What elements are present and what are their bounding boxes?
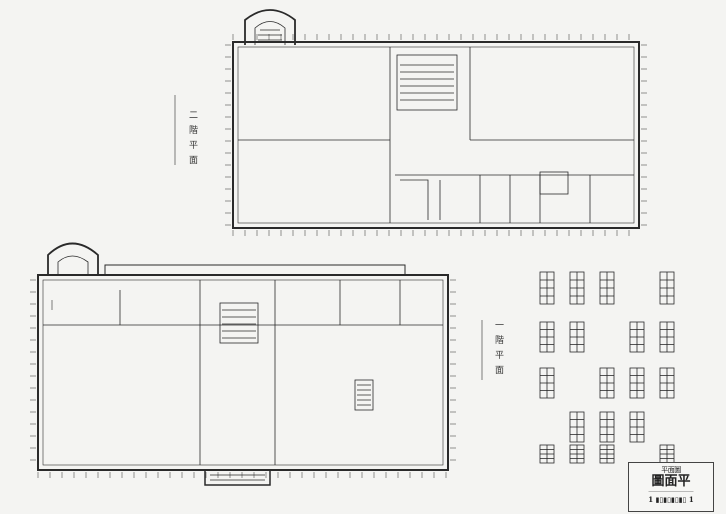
title-divider: ―――――――――: [648, 489, 694, 495]
lower-floor-plan: [37, 242, 449, 486]
upper-stair: [396, 54, 458, 111]
drawing-title: 圖面平: [651, 474, 691, 489]
upper-floor-plan: [232, 9, 640, 229]
title-heading: 平面圖: [661, 466, 681, 474]
scale-right: 1: [688, 495, 694, 504]
upper-plan-label: 二階平面: [187, 110, 197, 170]
title-block: 平面圖 圖面平 ――――――――― 1 ▮▯▮▯▮▯▮▯ 1: [628, 462, 714, 512]
window-details-grid: [539, 271, 675, 464]
lower-stair: [219, 302, 259, 344]
scale-row: 1 ▮▯▮▯▮▯▮▯ 1: [629, 495, 713, 504]
scale-bar: ▮▯▮▯▮▯▮▯: [655, 495, 689, 504]
entrance-steps: [204, 470, 271, 486]
lower-plan-label: 一階平面: [493, 320, 503, 380]
dimension-ticks: [30, 34, 647, 478]
scale-left: 1: [648, 495, 654, 504]
